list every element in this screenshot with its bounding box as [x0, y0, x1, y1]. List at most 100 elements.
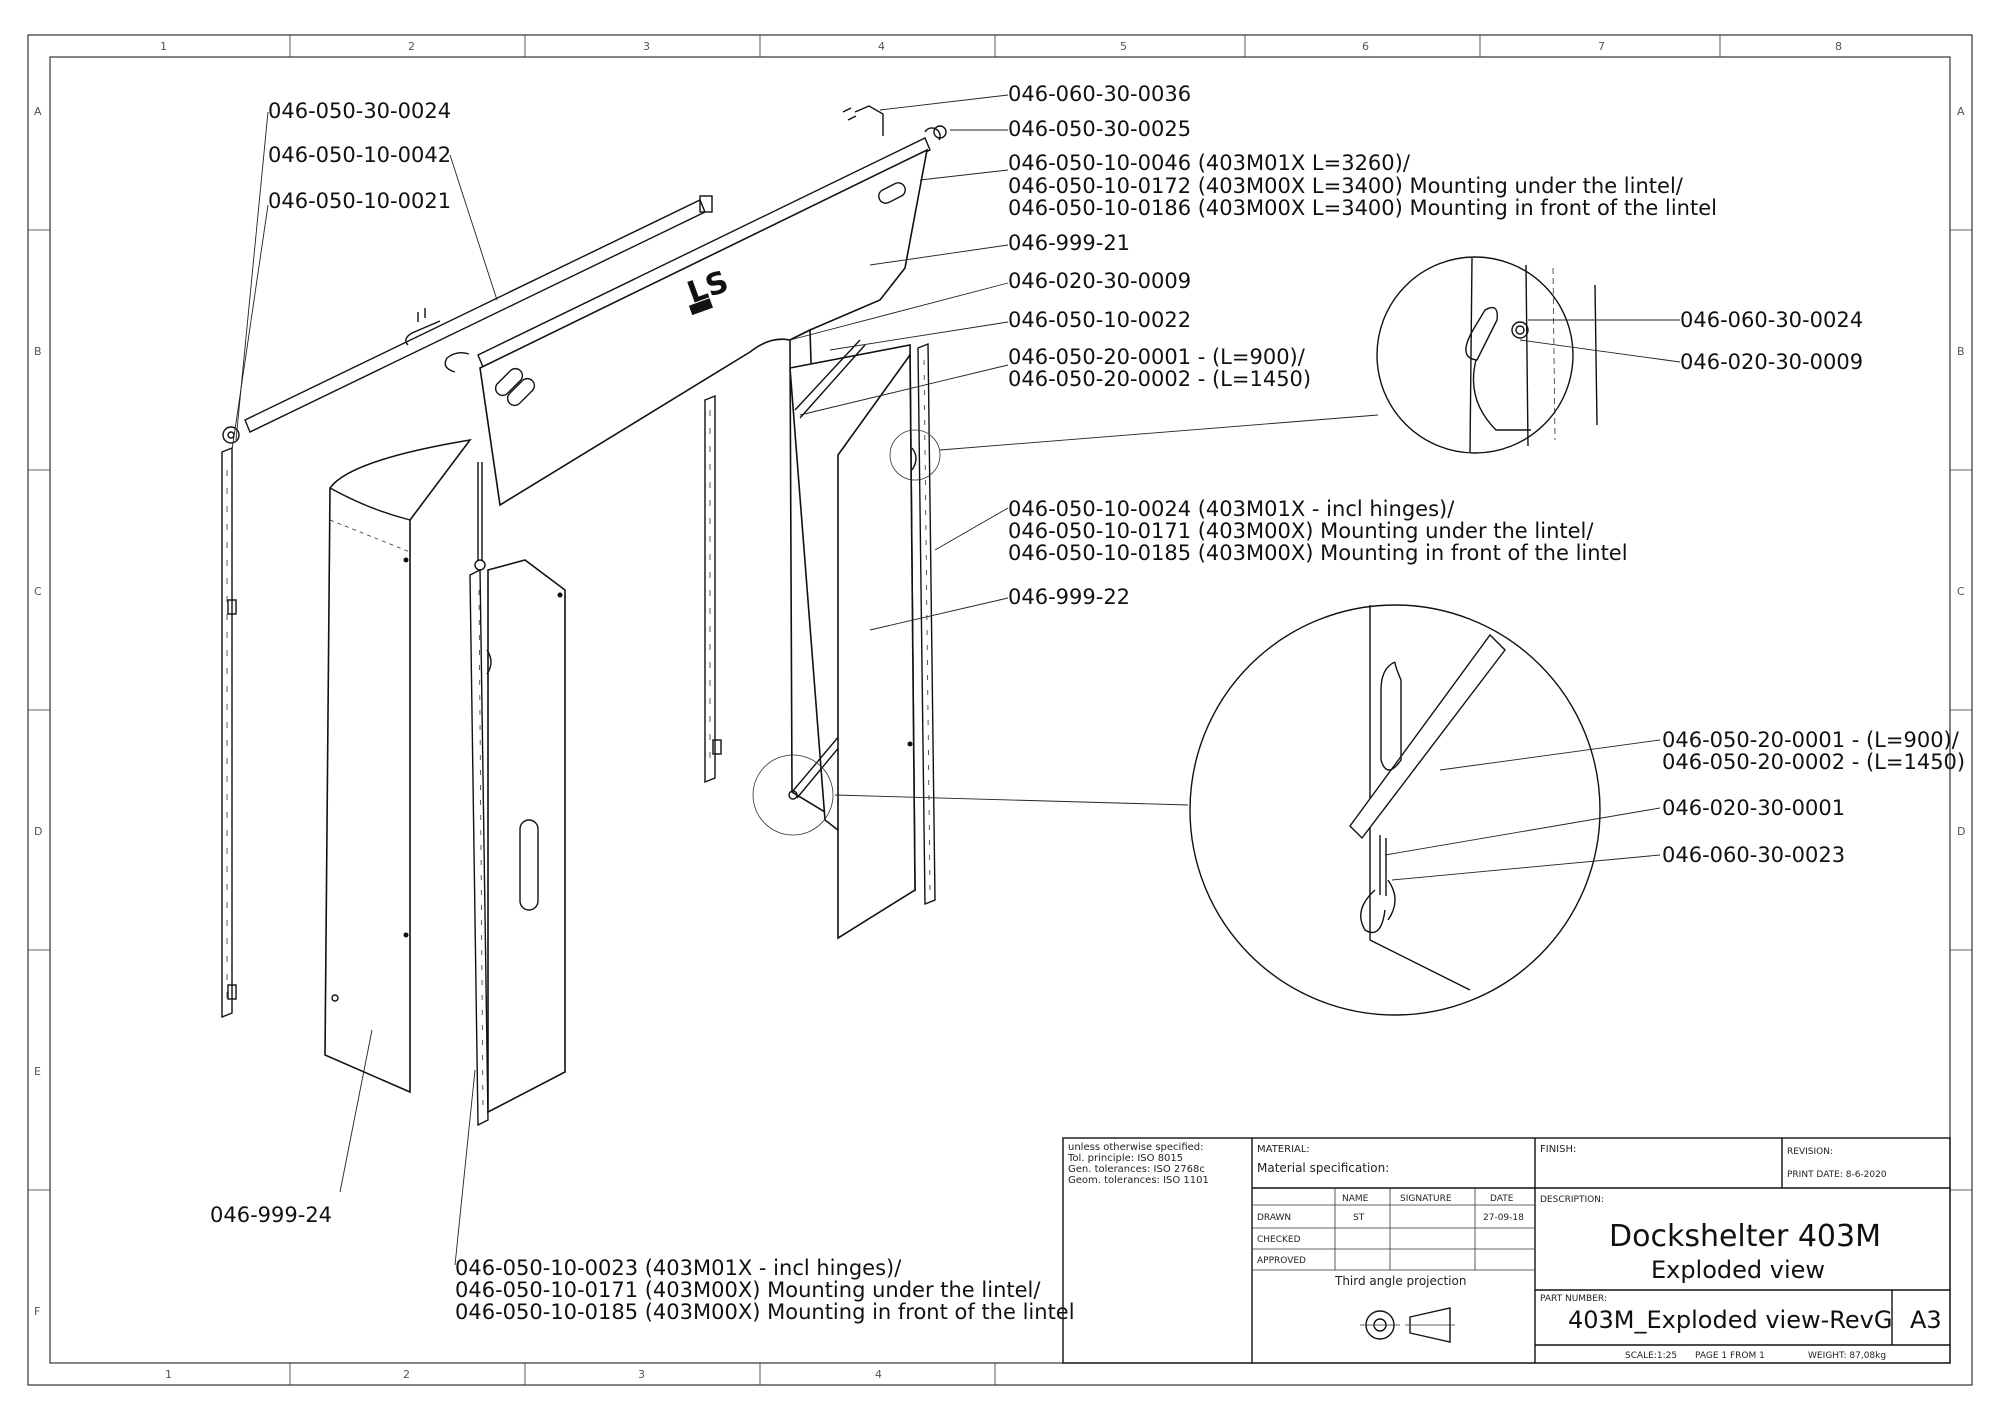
label-046-050-10-0022: 046-050-10-0022 — [1008, 308, 1191, 332]
zone-row-b: B — [34, 345, 42, 358]
zone-col-bottom-2: 2 — [403, 1368, 410, 1381]
label-046-999-24: 046-999-24 — [210, 1203, 332, 1227]
row-drawn: DRAWN — [1257, 1213, 1291, 1223]
label-046-060-30-0036: 046-060-30-0036 — [1008, 82, 1191, 106]
left-rail — [221, 426, 240, 1019]
zone-col-5: 5 — [1120, 40, 1127, 53]
zone-row-right-a: A — [1957, 105, 1965, 118]
label-detail1-046-020-30-0009: 046-020-30-0009 — [1680, 350, 1863, 374]
zone-col-2: 2 — [408, 40, 415, 53]
revision-label: REVISION: — [1787, 1147, 1833, 1157]
column-name: NAME — [1342, 1194, 1369, 1204]
zone-col-7: 7 — [1598, 40, 1605, 53]
drawing-weight: WEIGHT: 87,08kg — [1808, 1351, 1886, 1361]
zone-columns-bottom: 1 2 3 4 — [165, 1368, 882, 1381]
drawing-subtitle: Exploded view — [1651, 1256, 1825, 1284]
tolerance-line-4: Geom. tolerances: ISO 1101 — [1068, 1175, 1209, 1186]
detail-view-lower — [1189, 604, 1601, 1016]
label-046-999-22: 046-999-22 — [1008, 585, 1130, 609]
label-046-020-30-0009: 046-020-30-0009 — [1008, 269, 1191, 293]
zone-col-bottom-1: 1 — [165, 1368, 172, 1381]
detail-callout-circle-1 — [889, 429, 941, 481]
description-label: DESCRIPTION: — [1540, 1195, 1604, 1205]
main-header-rail — [477, 105, 947, 368]
part-labels: 046-050-30-0024 046-050-10-0042 046-050-… — [210, 82, 1965, 1324]
finish-label: FINISH: — [1540, 1144, 1576, 1155]
tolerance-line-3: Gen. tolerances: ISO 2768c — [1068, 1164, 1205, 1175]
row-checked: CHECKED — [1257, 1235, 1301, 1245]
zone-columns-top: 1 2 3 4 5 6 7 8 — [160, 40, 1842, 53]
part-number: 403M_Exploded view-RevG — [1568, 1306, 1892, 1334]
left-hinge-rod — [477, 462, 483, 560]
label-header-rail-line-3: 046-050-10-0186 (403M00X L=3400) Mountin… — [1008, 196, 1717, 220]
label-046-050-10-0021: 046-050-10-0021 — [268, 189, 451, 213]
drawing-scale: SCALE:1:25 — [1625, 1351, 1677, 1361]
zone-row-right-c: C — [1957, 585, 1965, 598]
zone-col-4: 4 — [878, 40, 885, 53]
right-hinged-rail — [911, 342, 936, 906]
top-canvas-panel: LS — [479, 148, 929, 507]
exploded-assembly: LS — [221, 105, 947, 1127]
left-hinged-rail — [469, 559, 489, 1127]
projection-label: Third angle projection — [1334, 1274, 1466, 1288]
zone-col-bottom-4: 4 — [875, 1368, 882, 1381]
label-left-rail-line-3: 046-050-10-0185 (403M00X) Mounting in fr… — [455, 1300, 1075, 1324]
zone-row-d: D — [34, 825, 42, 838]
label-detail2-046-060-30-0023: 046-060-30-0023 — [1662, 843, 1845, 867]
title-block: unless otherwise specified: Tol. princip… — [1062, 1137, 1951, 1364]
label-right-rail-line-2: 046-050-10-0171 (403M00X) Mounting under… — [1008, 519, 1594, 543]
zone-rows-left: A B C D E F — [34, 105, 42, 1318]
material-specification: Material specification: — [1257, 1161, 1389, 1175]
print-date: PRINT DATE: 8-6-2020 — [1787, 1170, 1887, 1180]
label-046-050-30-0024: 046-050-30-0024 — [268, 99, 451, 123]
label-046-999-21: 046-999-21 — [1008, 231, 1130, 255]
zone-col-1: 1 — [160, 40, 167, 53]
label-strap-line-2: 046-050-20-0002 - (L=1450) — [1008, 367, 1311, 391]
part-number-label: PART NUMBER: — [1540, 1294, 1607, 1304]
label-header-rail-line-1: 046-050-10-0046 (403M01X L=3260)/ — [1008, 151, 1411, 175]
zone-col-3: 3 — [643, 40, 650, 53]
leader-lines — [231, 94, 1681, 1266]
column-date: DATE — [1490, 1194, 1514, 1204]
label-header-rail-line-2: 046-050-10-0172 (403M00X L=3400) Mountin… — [1008, 174, 1684, 198]
drawn-date: 27-09-18 — [1483, 1213, 1524, 1223]
left-flap-panel — [486, 559, 566, 1114]
zone-row-e: E — [34, 1065, 41, 1078]
label-046-050-30-0025: 046-050-30-0025 — [1008, 117, 1191, 141]
label-strap-line-1: 046-050-20-0001 - (L=900)/ — [1008, 345, 1306, 369]
label-left-rail-line-2: 046-050-10-0171 (403M00X) Mounting under… — [455, 1278, 1041, 1302]
zone-row-right-b: B — [1957, 345, 1965, 358]
sheet-size: A3 — [1910, 1306, 1942, 1334]
right-front-flap — [837, 352, 916, 940]
tolerance-line-2: Tol. principle: ISO 8015 — [1067, 1153, 1183, 1164]
drawn-name: ST — [1353, 1213, 1365, 1223]
label-detail1-046-060-30-0024: 046-060-30-0024 — [1680, 308, 1863, 332]
detail-callout-circle-2 — [752, 754, 834, 836]
tolerance-line-1: unless otherwise specified: — [1068, 1142, 1204, 1153]
label-detail2-046-020-30-0001: 046-020-30-0001 — [1662, 796, 1845, 820]
column-signature: SIGNATURE — [1400, 1194, 1452, 1204]
material-label: MATERIAL: — [1257, 1144, 1310, 1155]
zone-row-right-d: D — [1957, 825, 1965, 838]
detail-view-upper — [1376, 256, 1598, 454]
zone-row-c: C — [34, 585, 42, 598]
drawing-frame — [27, 34, 1973, 1386]
drawing-title: Dockshelter 403M — [1609, 1219, 1881, 1254]
label-right-rail-line-3: 046-050-10-0185 (403M00X) Mounting in fr… — [1008, 541, 1628, 565]
zone-col-8: 8 — [1835, 40, 1842, 53]
left-side-panel — [324, 438, 472, 1094]
zone-row-a: A — [34, 105, 42, 118]
label-right-rail-line-1: 046-050-10-0024 (403M01X - incl hinges)/ — [1008, 497, 1455, 521]
label-detail2-strap-line-1: 046-050-20-0001 - (L=900)/ — [1662, 728, 1960, 752]
label-detail2-strap-line-2: 046-050-20-0002 - (L=1450) — [1662, 750, 1965, 774]
zone-row-f: F — [34, 1305, 40, 1318]
page-count: PAGE 1 FROM 1 — [1695, 1351, 1765, 1361]
zone-col-bottom-3: 3 — [638, 1368, 645, 1381]
label-left-rail-line-1: 046-050-10-0023 (403M01X - incl hinges)/ — [455, 1256, 902, 1280]
middle-rail — [704, 394, 722, 784]
row-approved: APPROVED — [1257, 1256, 1306, 1266]
zone-col-6: 6 — [1362, 40, 1369, 53]
zone-rows-right: A B C D — [1957, 105, 1965, 838]
top-left-rail — [244, 195, 713, 433]
